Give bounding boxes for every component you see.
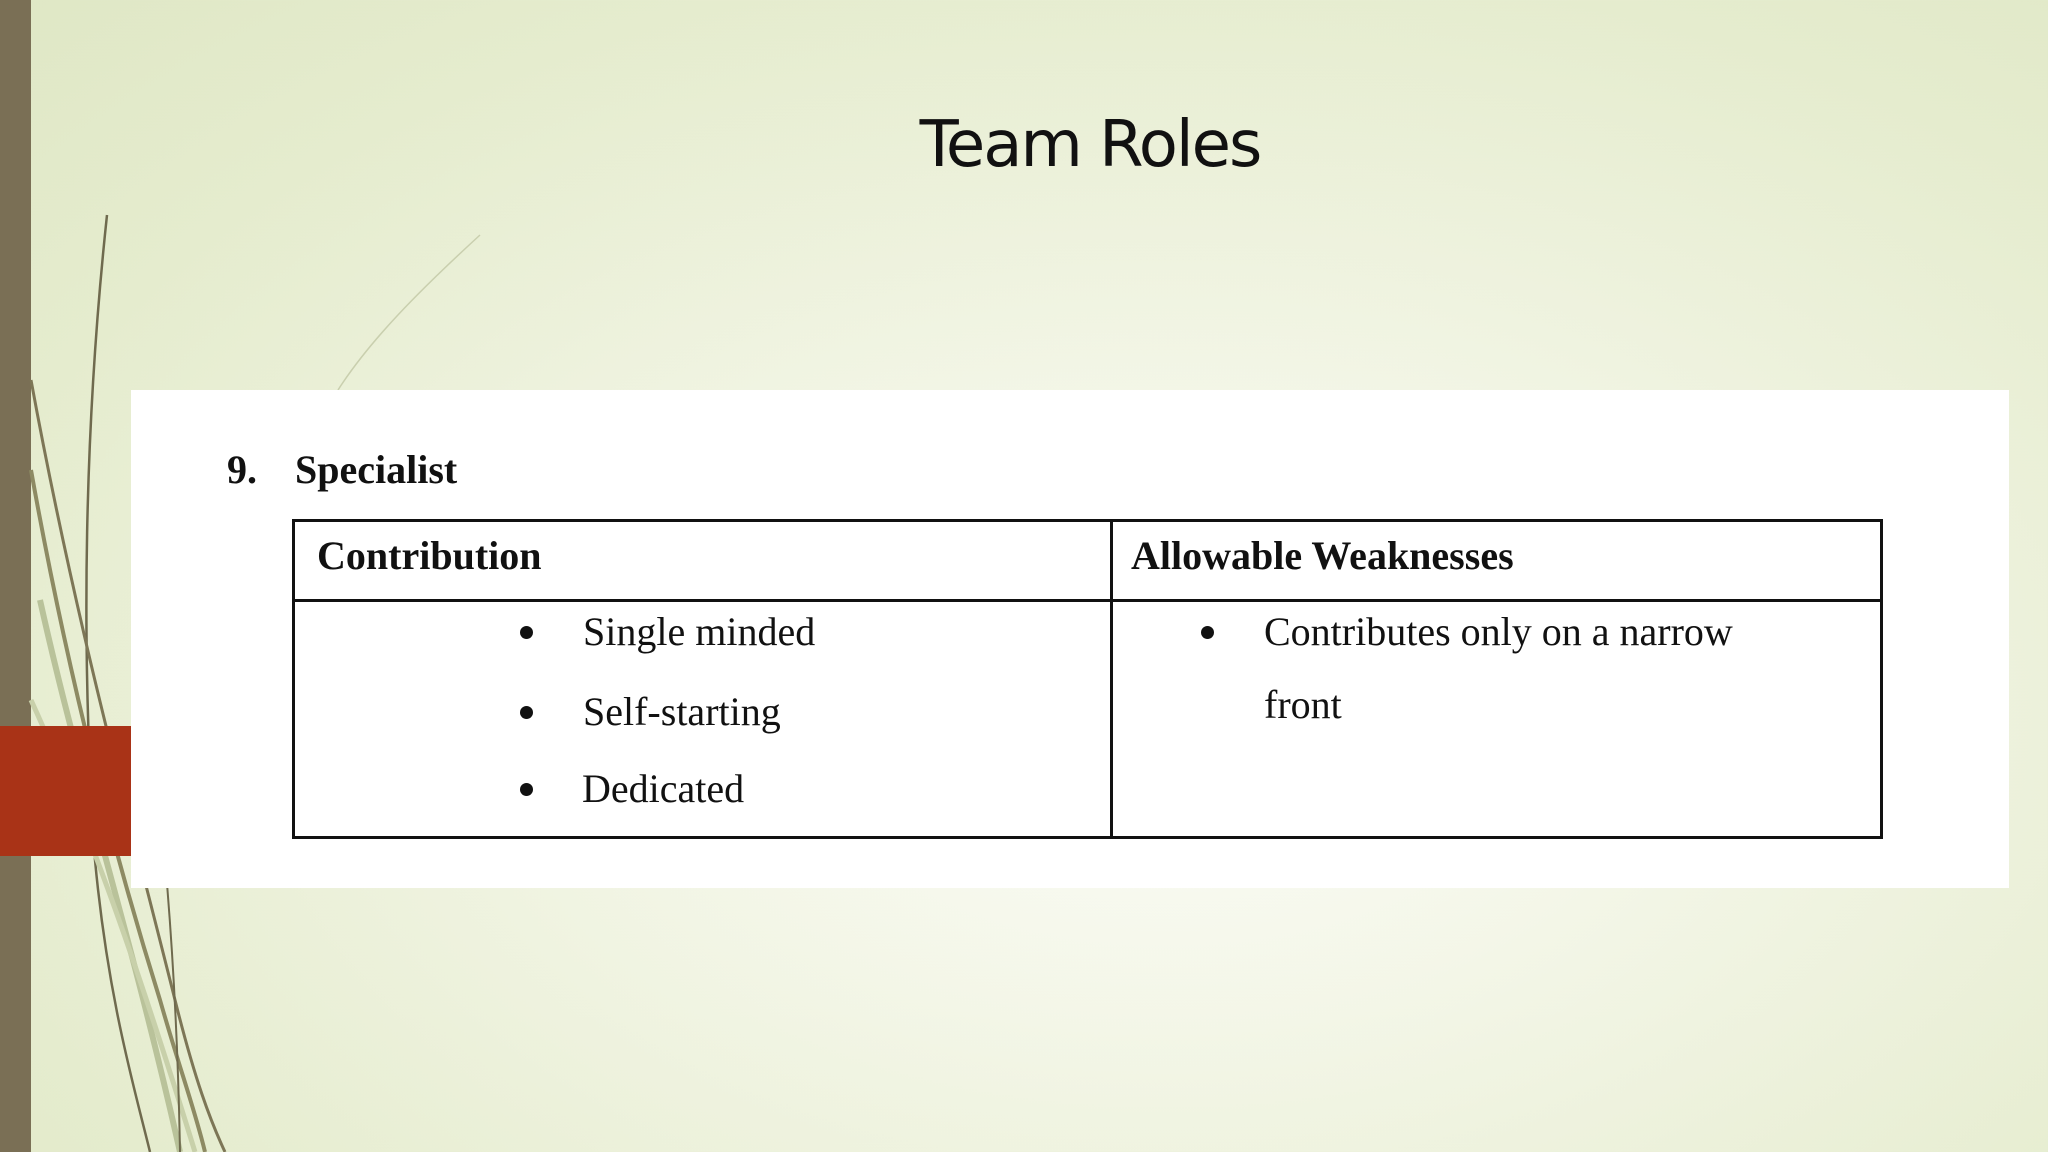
slide-title: Team Roles bbox=[919, 108, 1263, 182]
bullet-icon bbox=[520, 626, 533, 639]
contribution-item: Dedicated bbox=[582, 766, 745, 811]
contribution-item: Self-starting bbox=[583, 689, 781, 734]
table-column-divider bbox=[1110, 522, 1113, 836]
section-heading: 9. Specialist bbox=[227, 446, 457, 493]
left-accent-bar bbox=[0, 0, 31, 1152]
table-header-divider bbox=[295, 599, 1880, 602]
weakness-item-line: Contributes only on a narrow bbox=[1264, 609, 1733, 654]
decor-curve bbox=[337, 234, 481, 391]
section-number: 9. bbox=[227, 447, 257, 492]
bullet-icon bbox=[520, 783, 533, 796]
column-header-weaknesses: Allowable Weaknesses bbox=[1131, 533, 1514, 578]
role-table: Contribution Allowable Weaknesses Single… bbox=[292, 519, 1883, 839]
decor-curve bbox=[164, 859, 181, 1152]
bullet-icon bbox=[1201, 626, 1214, 639]
contribution-item: Single minded bbox=[583, 609, 816, 654]
bullet-icon bbox=[520, 706, 533, 719]
column-header-contribution: Contribution bbox=[317, 533, 542, 578]
section-name: Specialist bbox=[295, 447, 458, 492]
content-panel bbox=[131, 390, 2009, 888]
accent-red-block bbox=[0, 726, 131, 856]
weakness-item-line: front bbox=[1264, 682, 1342, 727]
